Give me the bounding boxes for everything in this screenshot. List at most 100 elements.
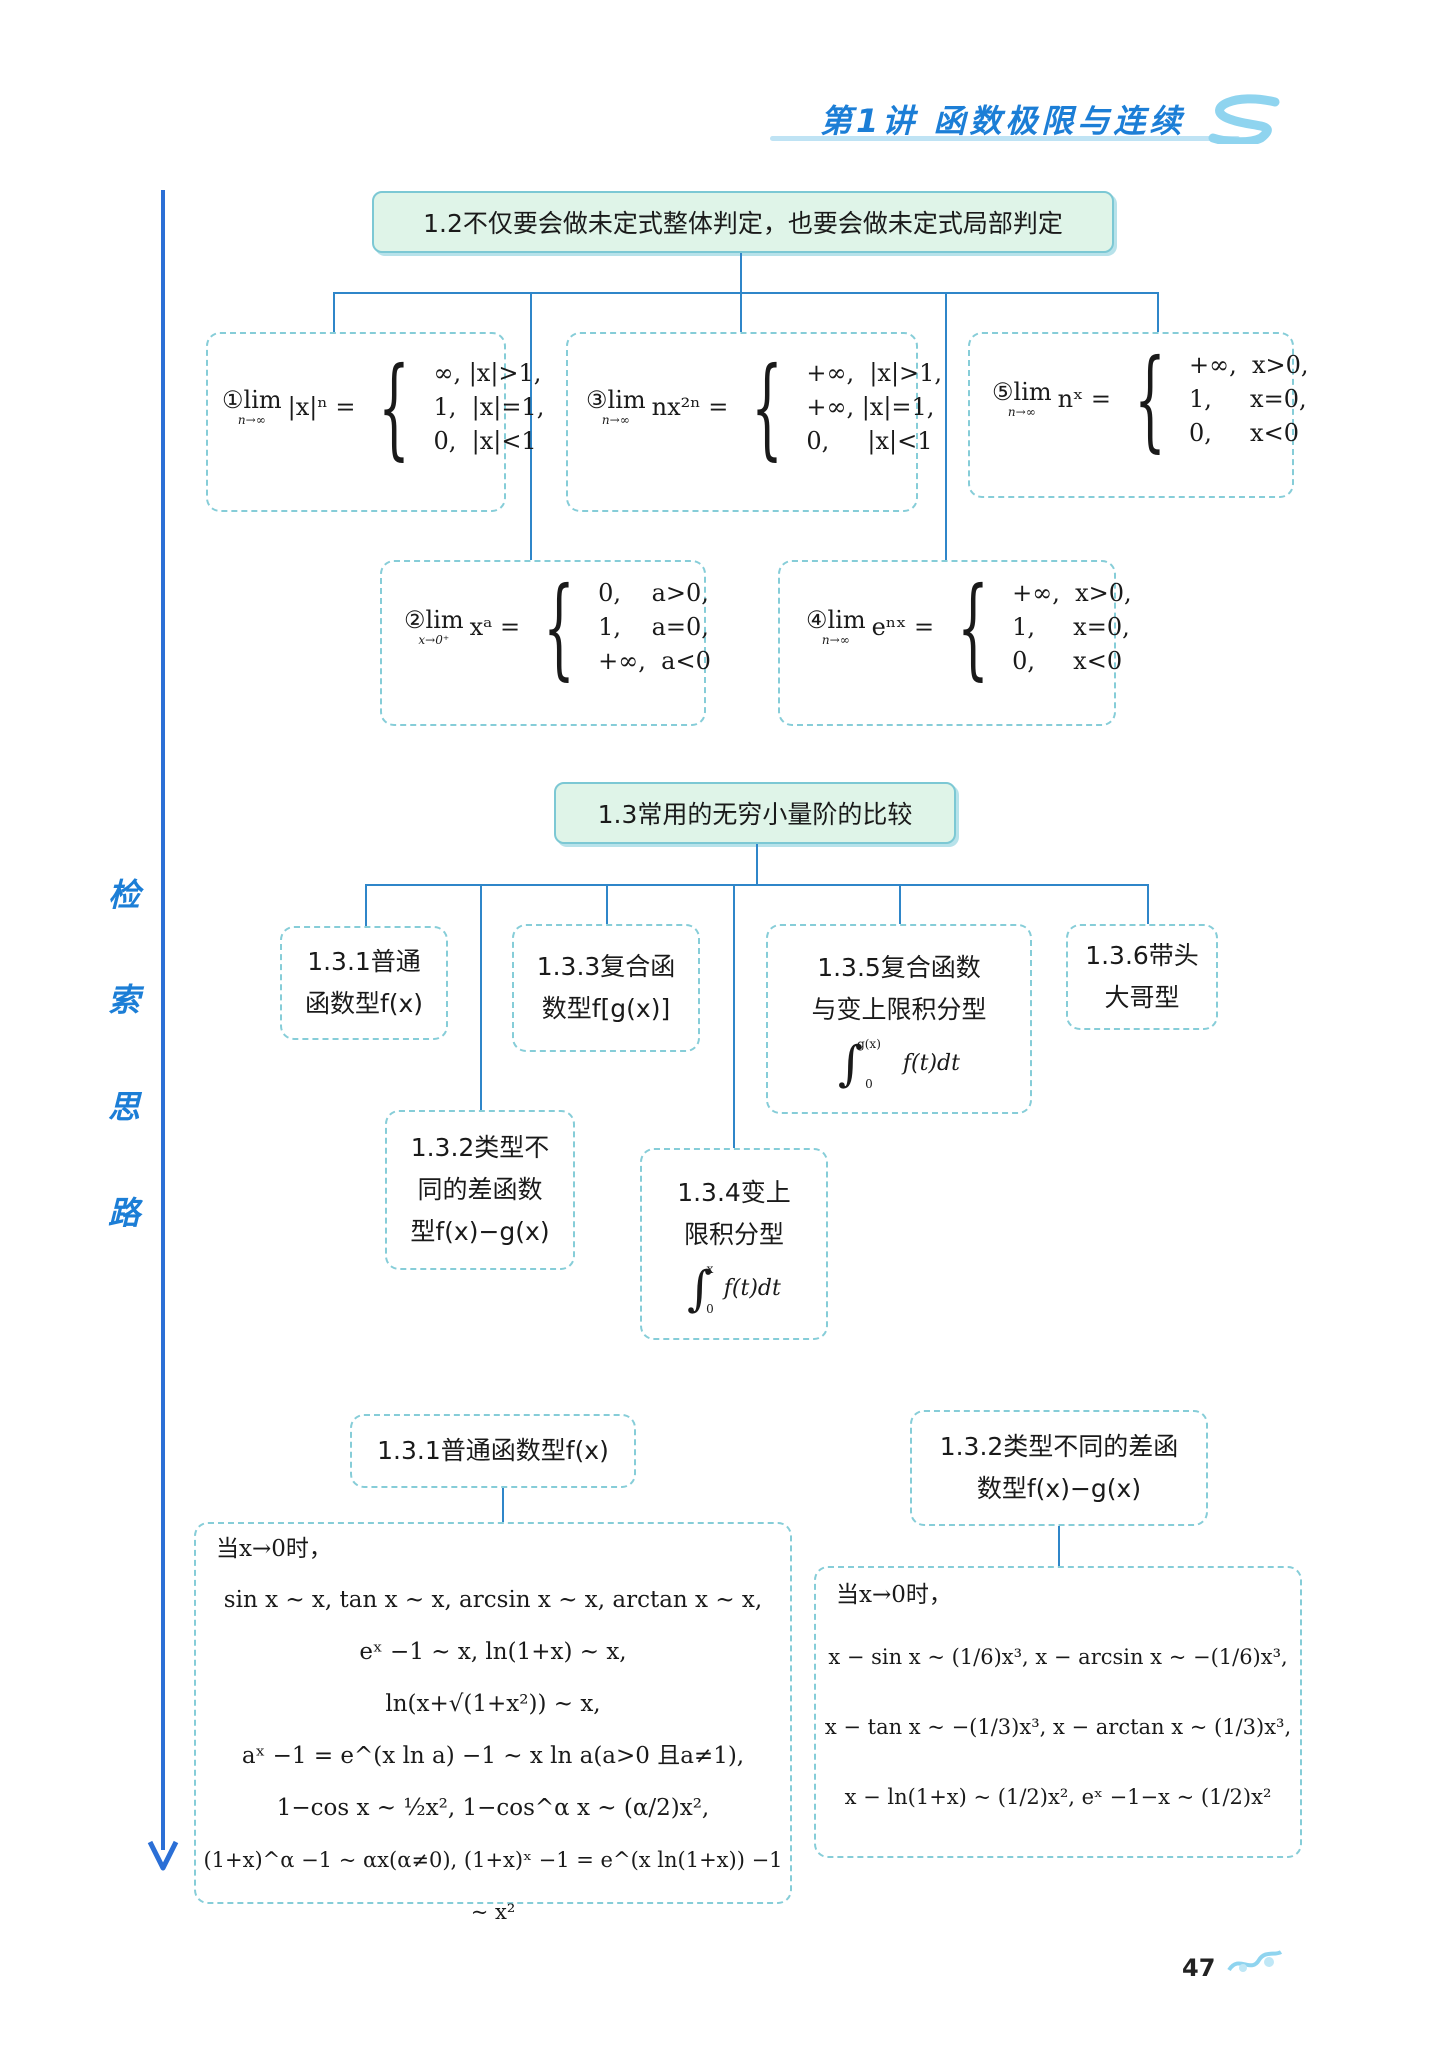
connector	[480, 884, 482, 1112]
lim-sub: n→∞	[237, 413, 266, 427]
connector	[756, 844, 758, 886]
lim-expr: xᵃ =	[469, 613, 521, 641]
sidebar-char-3: 思	[108, 1088, 141, 1126]
box-text: 1.3.2类型不同的差函	[939, 1432, 1179, 1461]
case-line: ∞, |x|>1,	[433, 359, 542, 387]
integral-formula: ∫ x 0 f(t)dt	[687, 1262, 781, 1317]
connector	[899, 884, 901, 924]
case-line: 1, |x|=1,	[433, 393, 545, 421]
box-text: 型f(x)−g(x)	[410, 1217, 550, 1246]
formula-line: 1−cos x ~ ½x², 1−cos^α x ~ (α/2)x²,	[276, 1795, 710, 1821]
box-text: 同的差函数	[417, 1175, 543, 1204]
page-number: 47	[1182, 1954, 1216, 1982]
lim-sub: x→0⁺	[418, 633, 450, 647]
lim-label: ④lim	[806, 606, 866, 634]
connector	[333, 292, 335, 332]
formula-line: 当x→0时，	[836, 1582, 952, 1608]
lim-expr: eⁿˣ =	[871, 613, 935, 641]
case-line: +∞, a<0	[598, 647, 711, 675]
integral-upper: g(x)	[857, 1036, 881, 1051]
lim-label: ⑤lim	[992, 378, 1052, 406]
integrand: f(t)dt	[723, 1276, 781, 1301]
lim-expr: nx²ⁿ =	[651, 393, 729, 421]
box-1-3-6: 1.3.6带头 大哥型	[1066, 924, 1218, 1030]
box-text: 1.3.2类型不	[410, 1133, 550, 1162]
integral-sign-icon: ∫	[687, 1261, 713, 1317]
formula-line: x − tan x ~ −(1/3)x³, x − arctan x ~ (1/…	[824, 1715, 1292, 1739]
box-1-3-2: 1.3.2类型不 同的差函数 型f(x)−g(x)	[385, 1110, 575, 1270]
lim-label: ③lim	[586, 386, 646, 414]
box-1-3-3: 1.3.3复合函 数型f[g(x)]	[512, 924, 700, 1052]
connector	[530, 292, 532, 560]
box-1-3-4: 1.3.4变上 限积分型 ∫ x 0 f(t)dt	[640, 1148, 828, 1340]
corner-ornament-icon	[1227, 1950, 1283, 1972]
lim-expr: |x|ⁿ =	[287, 393, 356, 421]
connector	[945, 292, 947, 560]
header-swirl-icon	[1208, 94, 1280, 144]
case-line: 0, a>0,	[598, 579, 709, 607]
integral-lower: 0	[706, 1302, 714, 1316]
connector	[365, 884, 367, 928]
connector	[606, 884, 608, 924]
sidebar-char-4: 路	[108, 1194, 141, 1232]
lim-label: ①lim	[222, 386, 282, 414]
case-line: +∞, |x|=1,	[806, 393, 935, 421]
connector	[365, 884, 1149, 886]
box-text: 数型f(x)−g(x)	[976, 1474, 1142, 1503]
case-line: 0, |x|<1	[433, 427, 537, 455]
formula-line: (1+x)^α −1 ~ αx(α≠0), (1+x)ˣ −1 = e^(x l…	[203, 1848, 783, 1924]
header-underline	[770, 136, 1240, 141]
detail-1-3-2-body: 当x→0时， x − sin x ~ (1/6)x³, x − arcsin x…	[814, 1566, 1302, 1858]
connector	[1147, 884, 1149, 924]
case-line: +∞, x>0,	[1012, 579, 1132, 607]
case-line: 1, x=0,	[1189, 385, 1307, 413]
connector	[740, 253, 742, 293]
integral-formula: ∫ g(x) 0 f(t)dt	[838, 1037, 960, 1092]
section-1-3-title: 1.3常用的无穷小量阶的比较	[554, 782, 956, 844]
integrand: f(t)dt	[902, 1051, 960, 1076]
box-1-3-1: 1.3.1普通 函数型f(x)	[280, 926, 448, 1040]
box-text: 1.3.1普通	[307, 947, 421, 976]
formula-line: aˣ −1 = e^(x ln a) −1 ~ x ln a(a>0 且a≠1)…	[241, 1743, 745, 1769]
formula-line: 当x→0时，	[216, 1536, 332, 1562]
chapter-title: 第1讲 函数极限与连续	[820, 102, 1186, 140]
down-arrow-icon	[147, 1840, 179, 1871]
integral-upper: x	[706, 1261, 714, 1276]
lim-sub: n→∞	[601, 413, 630, 427]
case-line: 1, x=0,	[1012, 613, 1130, 641]
connector	[733, 884, 735, 1150]
connector	[1157, 292, 1159, 332]
formula-line: sin x ~ x, tan x ~ x, arcsin x ~ x, arct…	[223, 1587, 763, 1613]
formula-line: eˣ −1 ~ x, ln(1+x) ~ x,	[359, 1639, 627, 1665]
box-text: 1.3.3复合函	[536, 952, 676, 981]
box-1-3-5: 1.3.5复合函数 与变上限积分型 ∫ g(x) 0 f(t)dt	[766, 924, 1032, 1114]
sidebar-char-2: 索	[108, 981, 141, 1019]
section-1-2-title: 1.2不仅要会做未定式整体判定，也要会做未定式局部判定	[372, 191, 1114, 253]
case-line: +∞, x>0,	[1189, 351, 1309, 379]
box-text: 1.3.5复合函数	[817, 952, 981, 982]
sidebar-line	[161, 190, 165, 1850]
lim-expr: nˣ =	[1057, 385, 1111, 413]
formula-line: ln(x+√(1+x²)) ~ x,	[385, 1691, 601, 1717]
box-text: 函数型f(x)	[304, 989, 424, 1018]
box-text: 大哥型	[1104, 983, 1180, 1012]
case-line: +∞, |x|>1,	[806, 359, 943, 387]
lim-sub: n→∞	[1007, 405, 1036, 419]
box-text: 1.3.4变上	[677, 1177, 791, 1207]
lim-sub: n→∞	[821, 633, 850, 647]
formula-line: x − ln(1+x) ~ (1/2)x², eˣ −1−x ~ (1/2)x²	[844, 1785, 1272, 1809]
box-text: 数型f[g(x)]	[541, 994, 671, 1023]
integral-lower: 0	[865, 1077, 873, 1091]
box-text: 1.3.6带头	[1085, 941, 1199, 970]
sidebar-char-1: 检	[108, 876, 141, 914]
detail-1-3-1-body: 当x→0时， sin x ~ x, tan x ~ x, arcsin x ~ …	[194, 1522, 792, 1924]
box-text: 与变上限积分型	[811, 994, 987, 1024]
connector	[333, 292, 1159, 294]
case-line: 0, x<0	[1012, 647, 1123, 675]
detail-1-3-1-title: 1.3.1普通函数型f(x)	[350, 1414, 636, 1488]
case-line: 0, x<0	[1189, 419, 1299, 447]
